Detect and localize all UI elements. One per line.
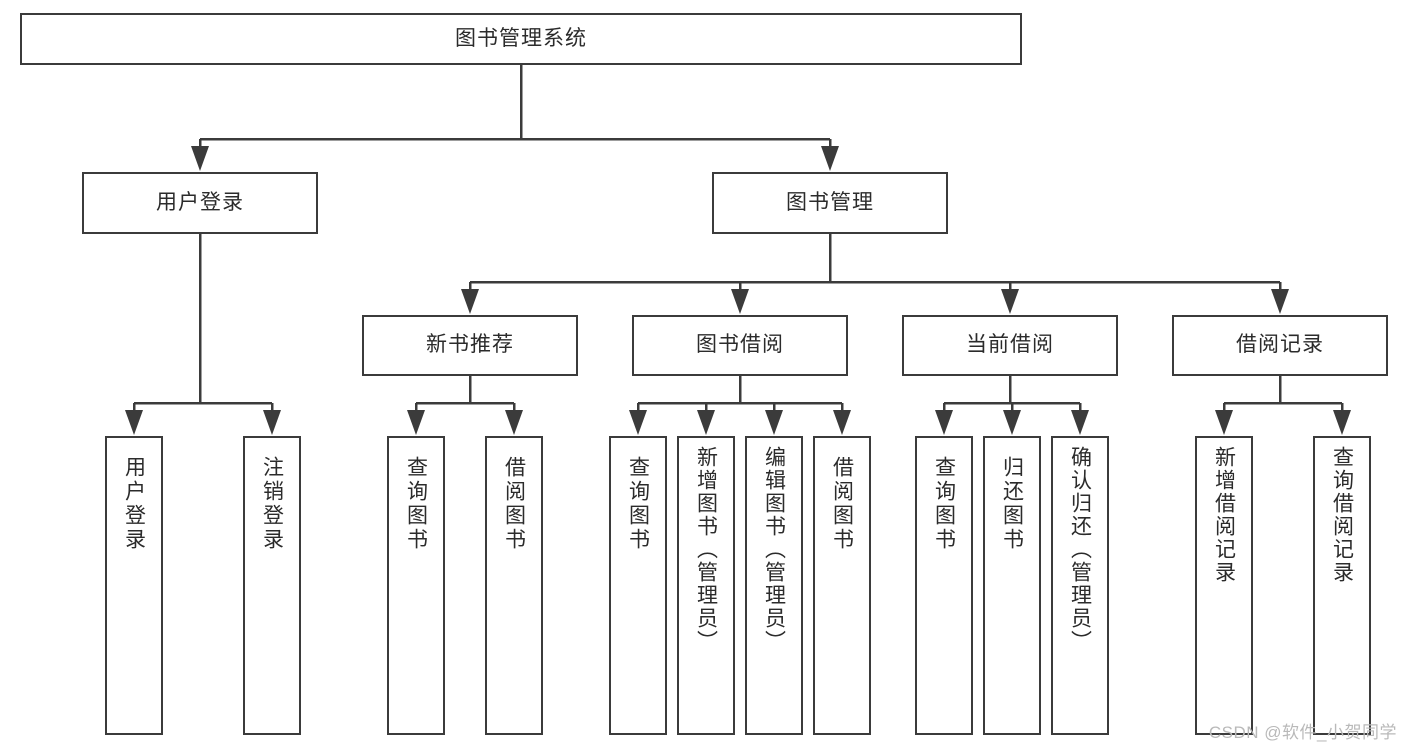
node-newbooks[interactable]: 新书推荐 <box>362 315 578 376</box>
node-label: 借阅图书 <box>830 456 854 552</box>
node-label: 用户登录 <box>122 456 146 552</box>
arrowhead-icon <box>833 410 851 435</box>
node-leaf-confirm-return[interactable]: 确认归还（管理员） <box>1051 436 1109 735</box>
node-leaf-add-book[interactable]: 新增图书（管理员） <box>677 436 735 735</box>
node-label: 图书借阅 <box>696 333 784 357</box>
node-leaf-query-record[interactable]: 查询借阅记录 <box>1313 436 1371 735</box>
arrowhead-icon <box>765 410 783 435</box>
arrowhead-icon <box>1271 289 1289 314</box>
node-label: 归还图书 <box>1000 456 1024 552</box>
arrowhead-icon <box>505 410 523 435</box>
node-leaf-user-login[interactable]: 用户登录 <box>105 436 163 735</box>
arrowhead-icon <box>1001 289 1019 314</box>
node-label: 新书推荐 <box>426 333 514 357</box>
arrowhead-icon <box>935 410 953 435</box>
node-label: 查询借阅记录 <box>1330 446 1354 584</box>
arrowhead-icon <box>1003 410 1021 435</box>
arrowhead-icon <box>1071 410 1089 435</box>
arrowhead-icon <box>731 289 749 314</box>
node-label: 确认归还（管理员） <box>1068 446 1092 653</box>
node-label: 新增借阅记录 <box>1212 446 1236 584</box>
arrowhead-icon <box>407 410 425 435</box>
node-label: 当前借阅 <box>966 333 1054 357</box>
node-label: 编辑图书（管理员） <box>762 446 786 653</box>
node-current[interactable]: 当前借阅 <box>902 315 1118 376</box>
node-leaf-query-book-1[interactable]: 查询图书 <box>387 436 445 735</box>
node-label: 注销登录 <box>260 456 284 552</box>
node-leaf-borrow-book-2[interactable]: 借阅图书 <box>813 436 871 735</box>
node-leaf-return-book[interactable]: 归还图书 <box>983 436 1041 735</box>
arrowhead-icon <box>629 410 647 435</box>
node-leaf-edit-book[interactable]: 编辑图书（管理员） <box>745 436 803 735</box>
node-leaf-logout[interactable]: 注销登录 <box>243 436 301 735</box>
node-label: 借阅记录 <box>1236 333 1324 357</box>
node-login[interactable]: 用户登录 <box>82 172 318 234</box>
node-records[interactable]: 借阅记录 <box>1172 315 1388 376</box>
arrowhead-icon <box>461 289 479 314</box>
node-root[interactable]: 图书管理系统 <box>20 13 1022 65</box>
node-leaf-add-record[interactable]: 新增借阅记录 <box>1195 436 1253 735</box>
node-label: 图书管理 <box>786 190 874 214</box>
arrowhead-icon <box>821 146 839 171</box>
node-label: 新增图书（管理员） <box>694 446 718 653</box>
node-leaf-query-book-3[interactable]: 查询图书 <box>915 436 973 735</box>
node-label: 图书管理系统 <box>455 26 587 50</box>
arrowhead-icon <box>191 146 209 171</box>
arrowhead-icon <box>1215 410 1233 435</box>
node-label: 查询图书 <box>626 456 650 552</box>
arrowhead-icon <box>1333 410 1351 435</box>
arrowhead-icon <box>263 410 281 435</box>
arrowhead-icon <box>125 410 143 435</box>
node-label: 查询图书 <box>932 456 956 552</box>
node-borrow[interactable]: 图书借阅 <box>632 315 848 376</box>
node-label: 借阅图书 <box>502 456 526 552</box>
node-leaf-borrow-book-1[interactable]: 借阅图书 <box>485 436 543 735</box>
node-leaf-query-book-2[interactable]: 查询图书 <box>609 436 667 735</box>
node-label: 查询图书 <box>404 456 428 552</box>
node-bookmgmt[interactable]: 图书管理 <box>712 172 948 234</box>
arrowhead-icon <box>697 410 715 435</box>
node-label: 用户登录 <box>156 190 244 214</box>
